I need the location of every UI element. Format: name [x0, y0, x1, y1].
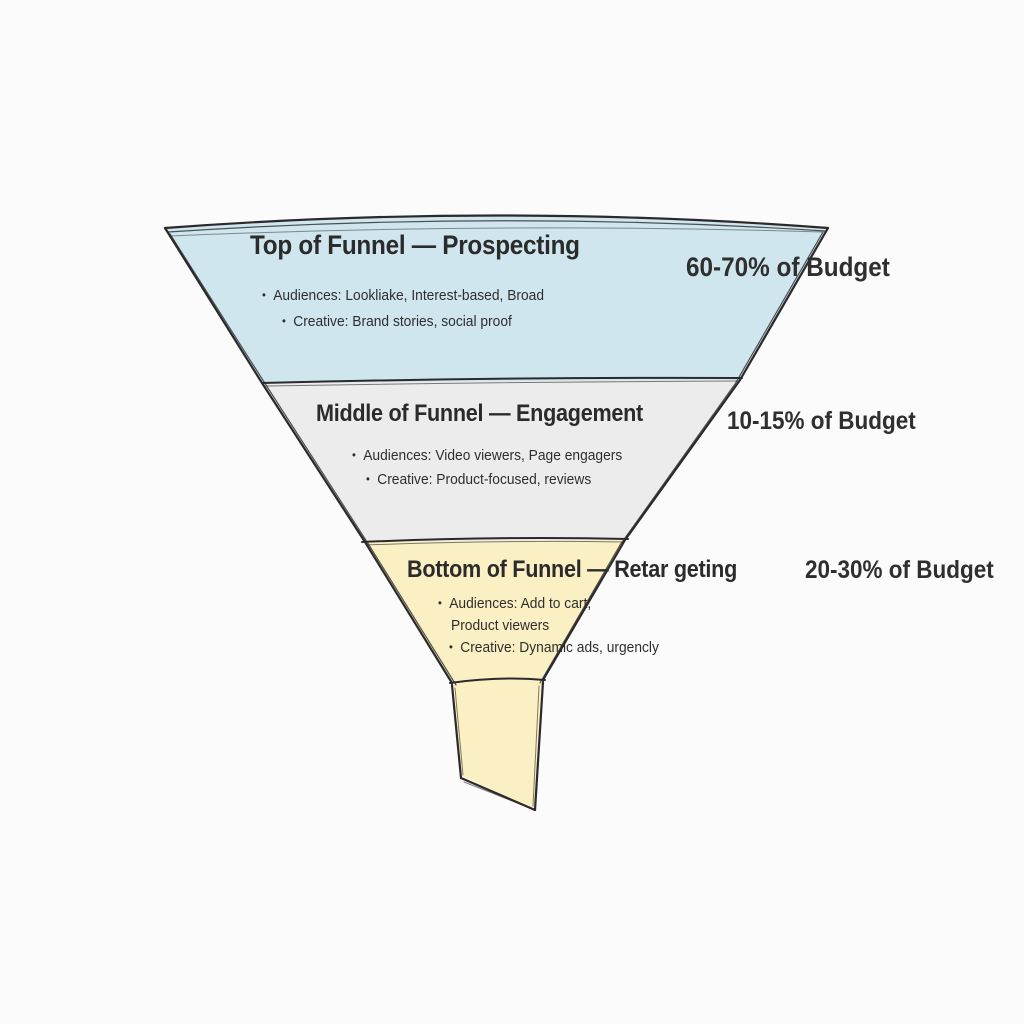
middle-stage-audiences: Audiences: Video viewers, Page engagers: [352, 447, 622, 464]
top-stage-audiences: Audiences: Lookliake, Interest-based, Br…: [262, 287, 544, 304]
bottom-stage-title: Bottom of Funnel — Retar geting: [407, 556, 738, 583]
top-stage-title: Top of Funnel — Prospecting: [250, 230, 580, 260]
bottom-stage-audiences-cont: Product viewers: [451, 617, 550, 634]
top-stage-budget: 60-70% of Budget: [686, 252, 890, 282]
bottom-stage-budget: 20-30% of Budget: [805, 556, 994, 584]
bottom-stage-audiences: Audiences: Add to cart,: [438, 595, 591, 612]
middle-stage-title: Middle of Funnel — Engagement: [316, 400, 643, 427]
middle-stage-creative: Creative: Product-focused, reviews: [366, 471, 591, 488]
bottom-stage-creative: Creative: Dynamic ads, urgencly: [449, 639, 659, 656]
spout-fill: [452, 680, 543, 810]
top-stage-creative: Creative: Brand stories, social proof: [282, 313, 512, 330]
middle-stage-budget: 10-15% of Budget: [727, 407, 916, 435]
